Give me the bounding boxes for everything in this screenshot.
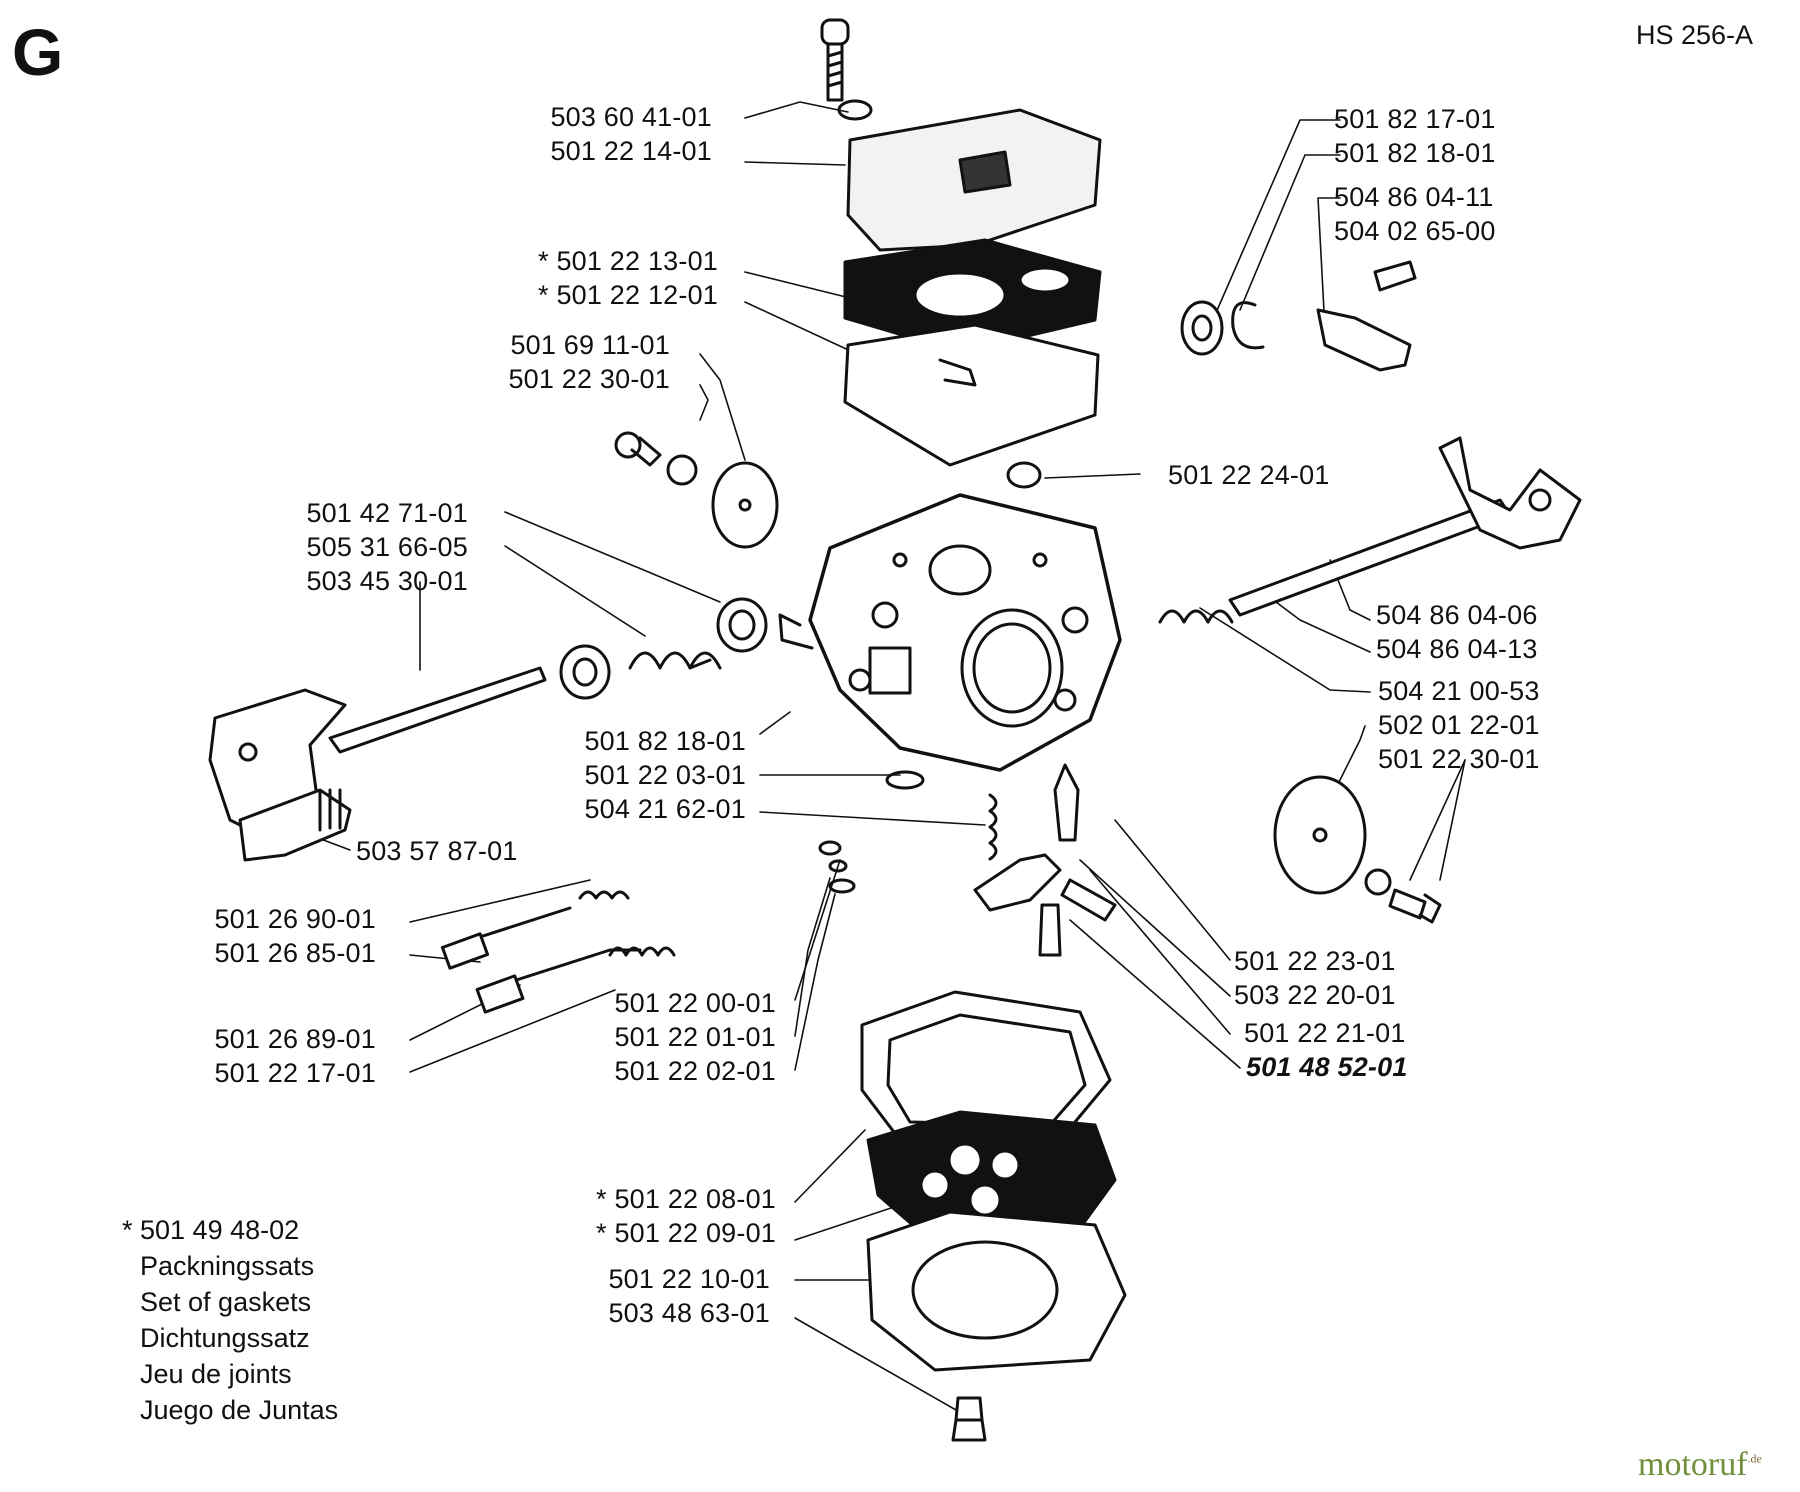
- kit-name-english: Set of gaskets: [140, 1287, 312, 1317]
- part-label: 501 22 00-01: [614, 988, 776, 1018]
- part-label: 501 26 90-01: [214, 904, 376, 934]
- needle-low: [440, 890, 630, 970]
- part-label: * 501 22 12-01: [538, 280, 718, 310]
- screw-right: [1388, 888, 1442, 924]
- small-ring: [1006, 461, 1042, 489]
- bottom-screw: [951, 1396, 987, 1442]
- part-label: 501 82 17-01: [1334, 104, 1496, 134]
- choke-arm: [1438, 436, 1582, 550]
- kit-name-spanish: Juego de Juntas: [140, 1395, 339, 1425]
- part-label: 501 22 24-01: [1168, 460, 1330, 490]
- kit-part-number: * 501 49 48-02: [122, 1215, 300, 1245]
- leader-lines: [309, 101, 1466, 1419]
- diagram-code: HS 256-A: [1636, 20, 1754, 50]
- spacer: [559, 644, 611, 700]
- gasket-kit-note: * 501 49 48-02 Packningssats Set of gask…: [122, 1212, 339, 1428]
- choke-lever: [1316, 308, 1412, 372]
- part-label: 501 22 30-01: [1378, 744, 1540, 774]
- lever-screw: [1038, 903, 1062, 957]
- part-label: * 501 22 13-01: [538, 246, 718, 276]
- bushing: [716, 597, 768, 653]
- kit-name-german: Dichtungssatz: [140, 1323, 310, 1353]
- part-label: 502 01 22-01: [1378, 710, 1540, 740]
- inlet-diaphragm: [711, 461, 779, 549]
- part-label: 503 22 20-01: [1234, 980, 1396, 1010]
- part-label: 504 21 00-53: [1378, 676, 1540, 706]
- throttle-shaft: [328, 666, 547, 754]
- idle-screw-knob: [238, 788, 352, 862]
- pump-body-plate: [866, 1210, 1127, 1372]
- part-label: 501 22 02-01: [614, 1056, 776, 1086]
- part-label: 501 26 85-01: [214, 938, 376, 968]
- part-label: 504 86 04-11: [1334, 182, 1494, 212]
- part-label: 503 60 41-01: [550, 102, 712, 132]
- top-washer: [837, 99, 873, 121]
- choke-spring: [1158, 609, 1234, 624]
- part-label: 501 42 71-01: [306, 498, 468, 528]
- inlet-needle: [1053, 763, 1080, 842]
- part-label: 505 31 66-05: [306, 532, 468, 562]
- metering-diaphragm: [866, 1110, 1117, 1242]
- part-label: 501 26 89-01: [214, 1024, 376, 1054]
- watermark-suffix: .de: [1747, 1451, 1762, 1466]
- kit-name-swedish: Packningssats: [140, 1251, 315, 1281]
- washer-right-lower: [1364, 868, 1392, 896]
- part-label: 501 69 11-01: [510, 330, 670, 360]
- part-label: 503 57 87-01: [356, 836, 518, 866]
- spring: [628, 651, 722, 670]
- circlip: [1231, 301, 1265, 350]
- part-label: 501 82 18-01: [1334, 138, 1496, 168]
- o-ring: [885, 770, 925, 790]
- lever-pin: [1060, 878, 1117, 922]
- choke-screw: [1373, 260, 1417, 292]
- diaphragm-right: [1273, 775, 1367, 895]
- part-label-highlighted: 501 48 52-01: [1246, 1052, 1408, 1082]
- part-label: 501 22 03-01: [584, 760, 746, 790]
- part-label: 501 22 10-01: [608, 1264, 770, 1294]
- watermark-logo: motoruf.de: [1638, 1446, 1762, 1484]
- needle-high: [475, 946, 676, 1014]
- part-label: 501 22 30-01: [508, 364, 670, 394]
- part-label: 501 22 17-01: [214, 1058, 376, 1088]
- part-label: 503 48 63-01: [608, 1298, 770, 1328]
- part-label: 503 45 30-01: [306, 566, 468, 596]
- part-label: 504 86 04-13: [1376, 634, 1538, 664]
- top-screw: [820, 18, 850, 102]
- control-lever: [973, 853, 1062, 912]
- part-label: 504 86 04-06: [1376, 600, 1538, 630]
- washer-right: [1180, 300, 1224, 356]
- watermark-text: motoruf: [1638, 1446, 1748, 1483]
- part-label: 504 21 62-01: [584, 794, 746, 824]
- left-small-screw: [614, 431, 662, 467]
- part-label: 501 22 01-01: [614, 1022, 776, 1052]
- choke-shaft: [1228, 498, 1512, 617]
- part-label: 504 02 65-00: [1334, 216, 1496, 246]
- part-label: 501 82 18-01: [584, 726, 746, 756]
- needle-spring: [988, 793, 998, 861]
- pump-diaphragm: [843, 323, 1100, 467]
- part-label: * 501 22 08-01: [596, 1184, 776, 1214]
- part-label: 501 22 21-01: [1244, 1018, 1406, 1048]
- kit-name-french: Jeu de joints: [140, 1359, 292, 1389]
- small-washer: [666, 454, 698, 486]
- part-label: * 501 22 09-01: [596, 1218, 776, 1248]
- part-label: 501 22 14-01: [550, 136, 712, 166]
- part-label: 501 22 23-01: [1234, 946, 1396, 976]
- section-letter: G: [12, 15, 64, 89]
